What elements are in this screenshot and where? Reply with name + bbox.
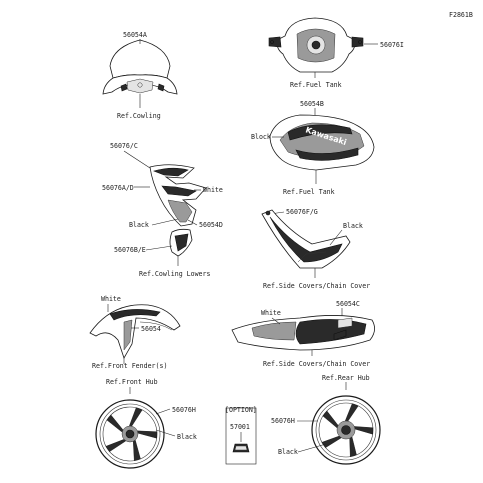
tank-black-label: Block <box>251 133 271 141</box>
ref-cowling-label: Ref.Cowling <box>117 112 161 120</box>
cowl-part-d: 56054D <box>199 221 223 229</box>
cowl-part-be: 56076B/E <box>114 246 146 254</box>
figure-code: F2861B <box>449 11 473 19</box>
fender-part-number: 56054 <box>141 325 161 333</box>
tail-cowl-illustration <box>231 315 375 351</box>
ref-side-covers-label-1: Ref.Side Covers/Chain Cover <box>263 282 370 290</box>
fuel-tank-side-illustration: Kawasaki <box>269 114 375 171</box>
windshield-part-number: 56054A <box>123 31 147 39</box>
rear-wheel-illustration <box>311 395 381 465</box>
side-covers-illustration <box>261 209 351 269</box>
cowl-white-label: White <box>203 186 223 194</box>
ref-fuel-tank-label-2: Ref.Fuel Tank <box>283 188 335 196</box>
front-wheel-black-label: Black <box>177 433 197 441</box>
front-wheel-illustration <box>95 399 165 469</box>
rear-wheel-black-label: Black <box>278 448 298 456</box>
option-part-number: 57001 <box>230 423 250 431</box>
option-title: [OPTION] <box>225 406 257 414</box>
cowl-part-c: 56076/C <box>110 142 138 150</box>
ref-front-hub-label: Ref.Front Hub <box>106 378 158 386</box>
cowl-part-ad: 56076A/D <box>102 184 134 192</box>
ref-rear-hub-label: Ref.Rear Hub <box>322 374 370 382</box>
rear-part-number: 56054C <box>336 300 360 308</box>
fuel-tank-top-illustration <box>268 17 364 73</box>
ref-cowling-lowers-label: Ref.Cowling Lowers <box>139 270 210 278</box>
rear-white-label: White <box>261 309 281 317</box>
side-part-fg: 56076F/G <box>286 208 318 216</box>
tank-part-number: 56076I <box>380 41 404 49</box>
cowl-black-label: Black <box>129 221 149 229</box>
rear-wheel-part-number: 56076H <box>271 417 295 425</box>
front-wheel-part-number: 56076H <box>172 406 196 414</box>
tank-side-part-number: 56054B <box>300 100 324 108</box>
windshield-illustration <box>102 39 178 95</box>
front-cowling-illustration <box>149 164 207 257</box>
ref-fuel-tank-label-1: Ref.Fuel Tank <box>290 81 342 89</box>
side-black-label: Black <box>343 222 363 230</box>
fender-white-label: White <box>101 295 121 303</box>
ref-front-fender-label: Ref.Front Fender(s) <box>92 362 167 370</box>
front-fender-illustration <box>89 304 181 359</box>
ref-side-covers-label-2: Ref.Side Covers/Chain Cover <box>263 360 370 368</box>
